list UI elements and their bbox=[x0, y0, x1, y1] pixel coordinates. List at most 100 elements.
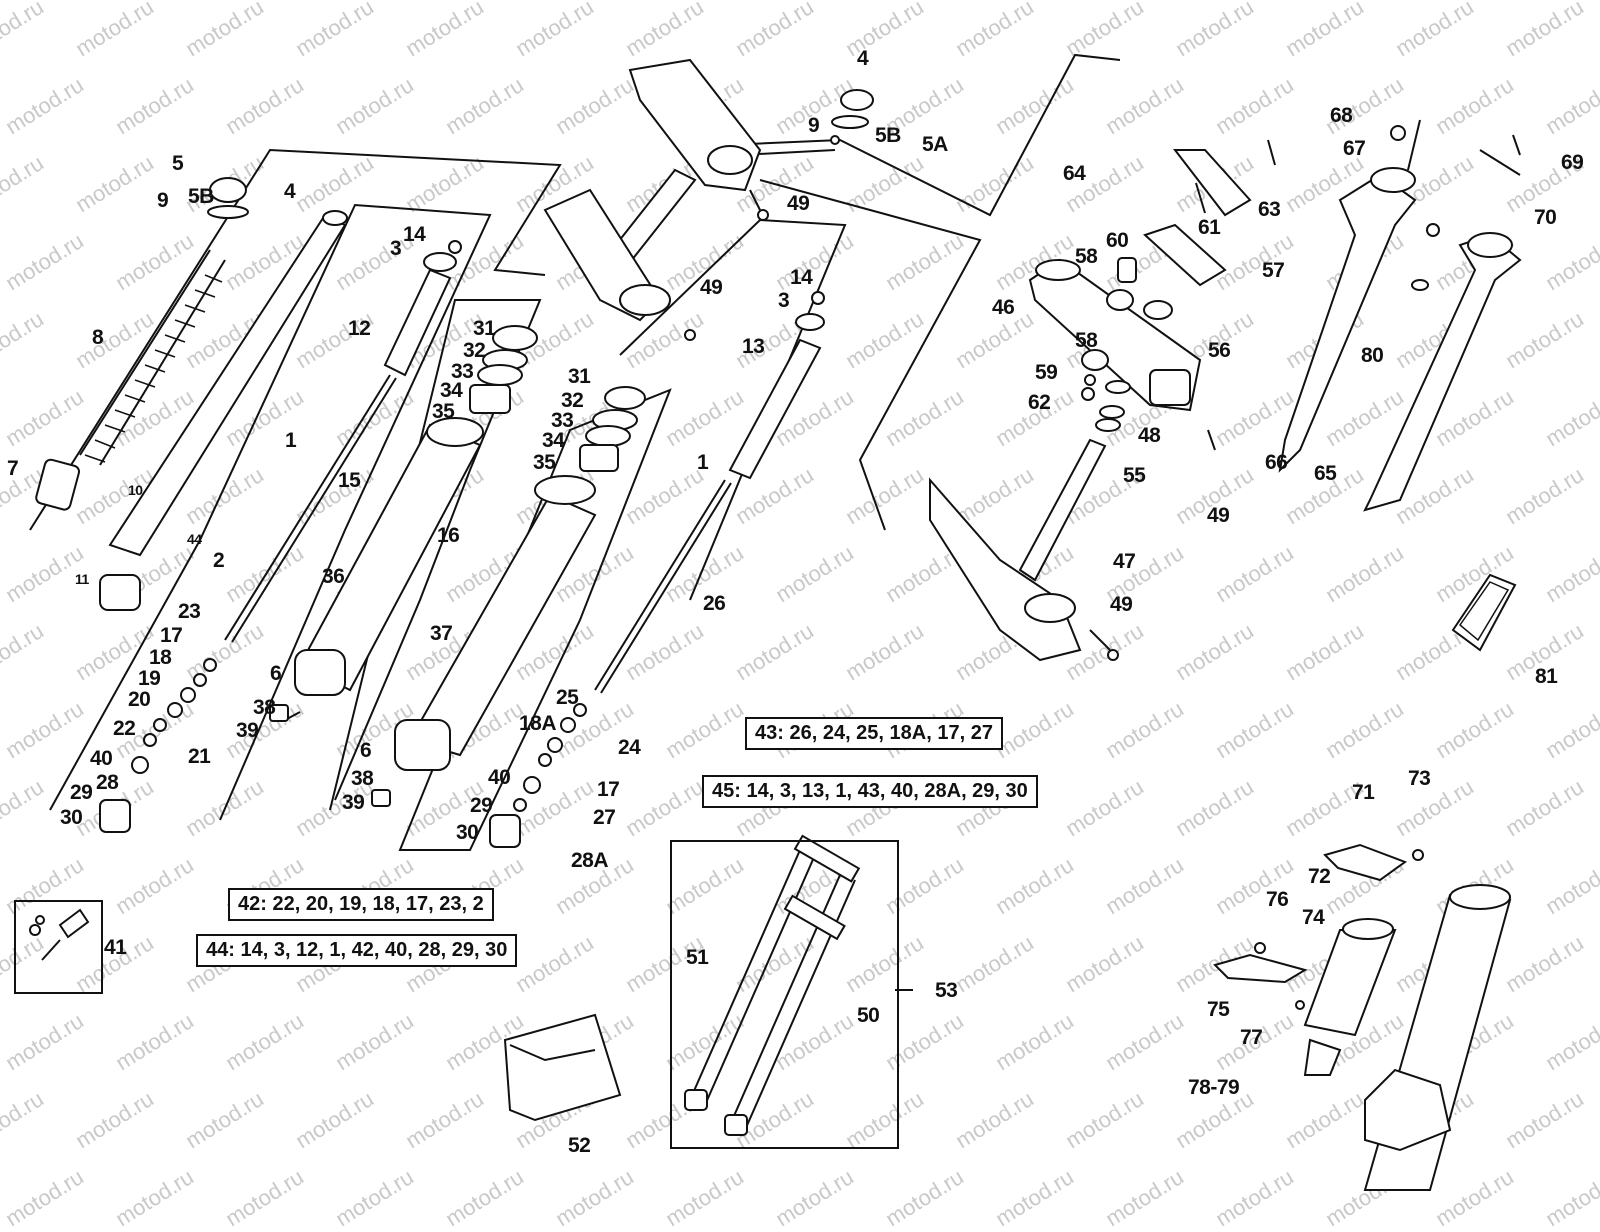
callout-14: 14 bbox=[403, 224, 425, 245]
callout-35b: 35 bbox=[533, 452, 555, 473]
handlebar-clamp-63 bbox=[1175, 150, 1250, 215]
callout-14b: 14 bbox=[790, 267, 812, 288]
ring-3-right bbox=[796, 314, 824, 330]
callout-10: 10 bbox=[128, 483, 143, 497]
nut-14 bbox=[449, 241, 461, 253]
nut-56 bbox=[1144, 301, 1172, 319]
callout-15: 15 bbox=[338, 470, 360, 491]
seal-stack-right bbox=[580, 387, 645, 471]
fork-cap-left bbox=[210, 178, 246, 202]
callout-1: 1 bbox=[285, 430, 296, 451]
o-ring-left bbox=[208, 206, 248, 218]
callout-47: 47 bbox=[1113, 551, 1135, 572]
callout-38: 38 bbox=[253, 697, 275, 718]
kit-41-frame bbox=[14, 900, 103, 994]
callout-5b: 5B bbox=[188, 186, 214, 207]
callout-24: 24 bbox=[618, 737, 640, 758]
callout-40: 40 bbox=[90, 748, 112, 769]
nut-70 bbox=[1427, 224, 1439, 236]
callout-29: 29 bbox=[70, 782, 92, 803]
callout-61: 61 bbox=[1198, 217, 1220, 238]
tool-bag-52 bbox=[505, 1015, 620, 1120]
reflector-81 bbox=[1453, 575, 1515, 650]
fork-cap-right bbox=[841, 90, 873, 110]
bracket-67 bbox=[1408, 120, 1420, 170]
callout-44: 44 bbox=[187, 532, 202, 546]
callout-81: 81 bbox=[1535, 666, 1557, 687]
callout-28a: 28A bbox=[571, 850, 608, 871]
callout-60: 60 bbox=[1106, 230, 1128, 251]
callout-13: 13 bbox=[742, 336, 764, 357]
bolt-64 bbox=[1268, 140, 1275, 165]
bush-58 bbox=[1107, 290, 1133, 310]
callout-29b: 29 bbox=[470, 795, 492, 816]
callout-28: 28 bbox=[96, 772, 118, 793]
callout-39: 39 bbox=[236, 720, 258, 741]
callout-33b: 33 bbox=[551, 410, 573, 431]
callout-30b: 30 bbox=[456, 822, 478, 843]
callout-25: 25 bbox=[556, 687, 578, 708]
callout-32b: 32 bbox=[561, 390, 583, 411]
callout-2: 2 bbox=[213, 550, 224, 571]
callout-9: 9 bbox=[157, 190, 168, 211]
callout-41: 41 bbox=[104, 937, 126, 958]
clamp-74 bbox=[1215, 955, 1305, 982]
fork-guard-66 bbox=[1280, 175, 1415, 470]
callout-74: 74 bbox=[1302, 907, 1324, 928]
callout-21: 21 bbox=[188, 746, 210, 767]
callout-26: 26 bbox=[703, 593, 725, 614]
bolt-49-r1 bbox=[1208, 430, 1215, 450]
callout-5: 5 bbox=[172, 153, 183, 174]
callout-17: 17 bbox=[160, 625, 182, 646]
nut-14-right bbox=[812, 292, 824, 304]
bush-78-79 bbox=[1305, 1040, 1340, 1075]
bolt-49-top bbox=[750, 190, 760, 210]
callout-58b: 58 bbox=[1075, 330, 1097, 351]
kit-44-box: 44: 14, 3, 12, 1, 42, 40, 28, 29, 30 bbox=[196, 934, 517, 967]
callout-17b: 17 bbox=[597, 779, 619, 800]
callout-59: 59 bbox=[1035, 362, 1057, 383]
callout-19: 19 bbox=[138, 668, 160, 689]
fork-guard-65 bbox=[1365, 235, 1520, 510]
callout-50: 50 bbox=[857, 1005, 879, 1026]
callout-67: 67 bbox=[1343, 138, 1365, 159]
bush-60 bbox=[1118, 258, 1136, 282]
callout-58: 58 bbox=[1075, 246, 1097, 267]
callout-68: 68 bbox=[1330, 105, 1352, 126]
callout-73: 73 bbox=[1408, 768, 1430, 789]
callout-36: 36 bbox=[322, 566, 344, 587]
callout-80: 80 bbox=[1361, 345, 1383, 366]
kit-42-box: 42: 22, 20, 19, 18, 17, 23, 2 bbox=[228, 888, 494, 921]
callout-49-top: 49 bbox=[787, 193, 809, 214]
callout-3b: 3 bbox=[778, 290, 789, 311]
callout-22: 22 bbox=[113, 718, 135, 739]
bolt-49-r2 bbox=[1090, 630, 1110, 650]
callout-8: 8 bbox=[92, 327, 103, 348]
callout-18a: 18A bbox=[519, 713, 556, 734]
damper-rod-13 bbox=[730, 340, 820, 478]
callout-49-center: 49 bbox=[700, 277, 722, 298]
callout-32: 32 bbox=[463, 340, 485, 361]
callout-11: 11 bbox=[75, 572, 89, 586]
callout-69: 69 bbox=[1561, 152, 1583, 173]
rod-26 bbox=[595, 480, 725, 690]
callout-20: 20 bbox=[128, 689, 150, 710]
axle-clamp-right bbox=[395, 720, 450, 770]
axle-clamp-left bbox=[295, 650, 345, 695]
callout-3: 3 bbox=[390, 238, 401, 259]
callout-30: 30 bbox=[60, 807, 82, 828]
callout-64: 64 bbox=[1063, 163, 1085, 184]
callout-39b: 39 bbox=[342, 792, 364, 813]
callout-77: 77 bbox=[1240, 1027, 1262, 1048]
callout-35: 35 bbox=[432, 401, 454, 422]
bush-11 bbox=[100, 575, 140, 610]
callout-5b-right: 5B bbox=[875, 125, 901, 146]
clamp-71 bbox=[1325, 845, 1405, 880]
callout-16: 16 bbox=[437, 525, 459, 546]
ring-3 bbox=[424, 253, 456, 271]
callout-37: 37 bbox=[430, 623, 452, 644]
callout-4b: 4 bbox=[857, 48, 868, 69]
callout-40b: 40 bbox=[488, 767, 510, 788]
callout-34b: 34 bbox=[542, 430, 564, 451]
callout-12: 12 bbox=[348, 318, 370, 339]
